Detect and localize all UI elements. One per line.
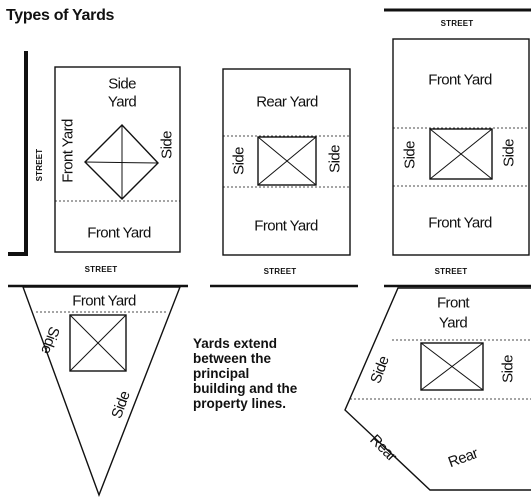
through-lot-side-label-right: Side (500, 139, 518, 167)
interior-lot-rear-yard-label: Rear Yard (256, 93, 318, 111)
triangular-lot-diagram (21, 286, 182, 497)
interior-lot-front-yard-label: Front Yard (254, 217, 318, 235)
irregular-lot-front-label-line2: Yard (438, 314, 468, 332)
irregular-lot-front-label-line1: Front (436, 294, 470, 312)
through-lot-front-yard-bottom-label: Front Yard (428, 214, 492, 232)
interior-lot-building-diagonal (257, 136, 317, 186)
through-lot-side-label-left: Side (401, 141, 419, 169)
triangular-lot-front-yard-label: Front Yard (72, 292, 136, 310)
through-lot-building-diagonal (429, 128, 493, 180)
triangular-lot-building (69, 314, 127, 372)
corner-lot-boundary (54, 66, 181, 253)
street-label-top-right: STREET (440, 19, 474, 28)
street-label-vertical: STREET (35, 148, 44, 182)
corner-lot-side-yard-label-line2: Yard (107, 93, 137, 111)
yards-caption: Yards extend between the principal build… (193, 336, 298, 411)
interior-lot-side-label-right: Side (326, 145, 344, 173)
street-label-left: STREET (84, 265, 118, 274)
irregular-lot-building (420, 342, 484, 391)
street-label-right: STREET (434, 267, 468, 276)
through-lot-diagram (384, 8, 531, 256)
corner-lot-diagram (54, 66, 181, 253)
triangular-lot-building-diagonal (69, 314, 127, 372)
street-label-middle: STREET (263, 267, 297, 276)
interior-lot-side-label-left: Side (230, 147, 248, 175)
diagram-title: Types of Yards (6, 7, 115, 24)
corner-lot-side-label: Side (158, 131, 176, 159)
irregular-lot-side-label-right: Side (499, 355, 517, 383)
interior-lot-diagram (222, 68, 351, 256)
side-street-line (8, 51, 28, 256)
corner-lot-side-yard-label-line1: Side (108, 75, 136, 93)
through-lot-boundary (392, 38, 530, 256)
corner-lot-front-yard-label: Front Yard (87, 224, 151, 242)
through-lot-building (429, 128, 493, 180)
irregular-lot-building-diagonal (420, 342, 484, 391)
triangular-lot-boundary (21, 286, 182, 497)
interior-lot-building (257, 136, 317, 186)
interior-lot-boundary (222, 68, 351, 256)
irregular-lot-boundary (344, 287, 531, 491)
irregular-lot-diagram (344, 287, 531, 491)
corner-lot-front-yard-vertical-label: Front Yard (59, 119, 77, 183)
through-lot-front-yard-top-label: Front Yard (428, 71, 492, 89)
